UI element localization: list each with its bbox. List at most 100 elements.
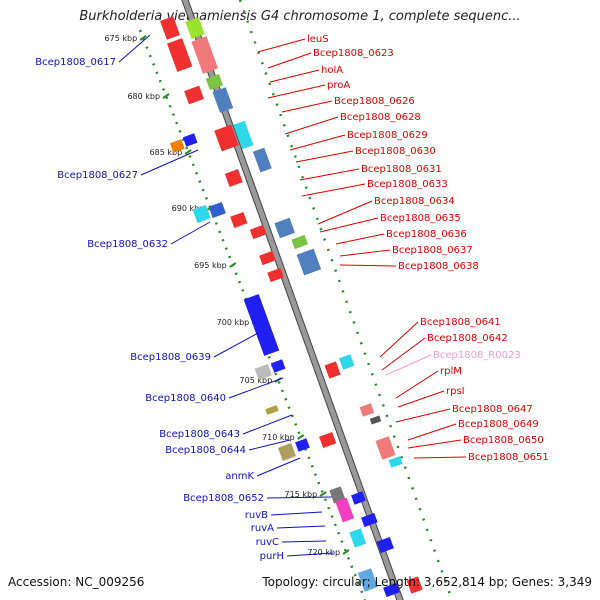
- right-gene-label: Bcep1808_0637: [392, 245, 473, 256]
- right-gene-label: Bcep1808_0647: [452, 404, 533, 415]
- right-label-leader: [295, 150, 354, 163]
- left-label-leader: [256, 457, 301, 477]
- right-label-leader: [379, 321, 419, 358]
- gene-block: [169, 139, 185, 153]
- left-label-leader: [270, 511, 323, 516]
- right-label-leader: [267, 84, 326, 99]
- right-label-leader: [385, 354, 432, 376]
- ruler-label: 690 kbp: [172, 204, 205, 213]
- right-gene-label: Bcep1808_0633: [367, 179, 448, 190]
- ruler-tick: [297, 434, 305, 440]
- left-label-leader: [276, 525, 326, 529]
- left-gene-label: Bcep1808_0652: [183, 493, 264, 504]
- right-label-leader: [335, 233, 385, 245]
- right-label-leader: [395, 370, 439, 399]
- right-gene-label: leuS: [307, 34, 329, 45]
- gene-block: [184, 85, 204, 105]
- right-label-leader: [319, 217, 379, 233]
- gene-block: [160, 16, 181, 40]
- gene-block: [252, 147, 272, 173]
- left-label-leader: [213, 332, 259, 358]
- right-gene-label: Bcep1808_0635: [380, 213, 461, 224]
- gene-block: [185, 17, 205, 39]
- right-gene-label: Bcep1808_0628: [340, 112, 421, 123]
- gene-block: [376, 536, 394, 554]
- gene-block: [270, 359, 286, 373]
- gene-block: [375, 436, 396, 460]
- left-label-leader: [228, 377, 284, 399]
- right-gene-label: Bcep1808_0636: [386, 229, 467, 240]
- right-gene-label: Bcep1808_0634: [374, 196, 455, 207]
- right-gene-label: holA: [321, 65, 343, 76]
- right-label-leader: [317, 200, 373, 225]
- right-gene-label: Bcep1808_0626: [334, 96, 415, 107]
- right-label-leader: [284, 116, 339, 135]
- ruler-label: 715 kbp: [285, 490, 318, 499]
- ruler-label: 720 kbp: [307, 548, 340, 557]
- accession-text: Accession: NC_009256: [8, 575, 145, 589]
- right-gene-label: proA: [327, 80, 350, 91]
- gene-block: [357, 568, 378, 592]
- right-label-leader: [407, 423, 457, 441]
- gene-block: [406, 576, 423, 594]
- right-gene-label: Bcep1808_0623: [313, 48, 394, 59]
- left-label-leader: [118, 34, 151, 63]
- right-label-leader: [281, 100, 333, 113]
- ruler-tick: [319, 491, 327, 497]
- ruler-label: 705 kbp: [240, 376, 273, 385]
- gene-block: [274, 217, 295, 239]
- left-gene-label: ruvC: [256, 537, 279, 548]
- gene-block: [214, 124, 239, 152]
- right-label-leader: [257, 38, 306, 53]
- left-gene-label: Bcep1808_0617: [35, 57, 116, 68]
- gene-block: [329, 486, 346, 504]
- right-gene-label: Bcep1808_0631: [361, 164, 442, 175]
- left-gene-label: anmK: [225, 471, 254, 482]
- gene-block: [324, 361, 341, 379]
- ruler-tick: [229, 262, 237, 268]
- right-label-leader: [413, 456, 467, 459]
- gene-block: [383, 582, 400, 598]
- right-gene-label: Bcep1808_0649: [458, 419, 539, 430]
- gene-block: [233, 120, 254, 150]
- left-gene-label: Bcep1808_0632: [87, 239, 168, 250]
- gene-block: [205, 73, 224, 91]
- gene-block: [296, 248, 322, 276]
- gene-block: [191, 36, 219, 74]
- right-gene-label: Bcep1808_0630: [355, 146, 436, 157]
- right-label-leader: [397, 390, 445, 408]
- gene-block: [208, 201, 226, 219]
- gene-block: [361, 512, 378, 528]
- gene-block: [243, 294, 280, 356]
- left-gene-label: ruvA: [251, 523, 274, 534]
- gene-block: [224, 169, 243, 187]
- left-gene-label: purH: [260, 551, 284, 562]
- gene-block: [182, 133, 198, 147]
- left-label-leader: [170, 221, 211, 245]
- right-label-leader: [267, 52, 312, 69]
- right-label-leader: [339, 249, 391, 257]
- gene-block: [339, 354, 355, 370]
- ruler-label: 680 kbp: [127, 92, 160, 101]
- gene-block: [335, 497, 355, 523]
- left-label-leader: [248, 439, 291, 451]
- gene-block: [291, 234, 309, 250]
- right-label-leader: [407, 439, 462, 449]
- gene-block: [359, 403, 375, 417]
- gene-block: [351, 491, 366, 505]
- left-label-leader: [242, 414, 293, 435]
- left-label-leader: [281, 540, 327, 543]
- ruler-tick: [139, 35, 147, 41]
- ruler-tick: [184, 149, 192, 155]
- ruler-label: 700 kbp: [217, 318, 250, 327]
- right-label-leader: [269, 69, 320, 83]
- right-label-leader: [339, 264, 397, 267]
- right-gene-label: Bcep1808_0651: [468, 452, 549, 463]
- right-gene-label: rplM: [440, 366, 462, 377]
- right-gene-label: Bcep1808_0629: [347, 130, 428, 141]
- left-gene-label: Bcep1808_0640: [145, 393, 226, 404]
- gene-block: [349, 528, 367, 548]
- left-gene-label: Bcep1808_0627: [57, 170, 138, 181]
- right-gene-label: Bcep1808_0641: [420, 317, 501, 328]
